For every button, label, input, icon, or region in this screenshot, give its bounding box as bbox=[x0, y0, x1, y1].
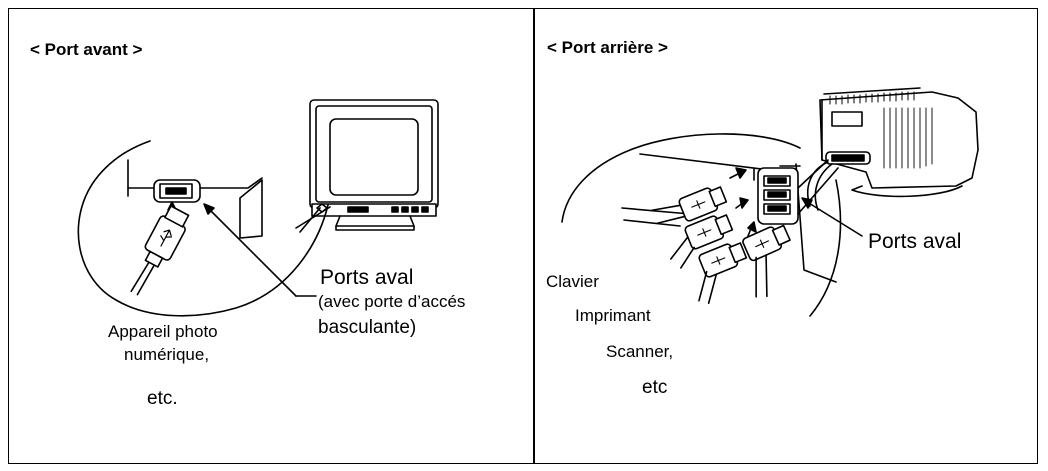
rear-device-line4: etc bbox=[642, 377, 668, 398]
front-ports-label: Ports aval bbox=[320, 266, 414, 289]
figure-frame bbox=[8, 8, 1038, 464]
rear-monitor bbox=[808, 88, 978, 210]
front-monitor bbox=[310, 100, 438, 230]
rear-device-line2: Imprimant bbox=[575, 306, 651, 325]
front-device-line2: numérique, bbox=[124, 345, 210, 364]
rear-panel-title: < Port arrière > bbox=[547, 38, 668, 57]
rear-device-line1: Clavier bbox=[546, 272, 599, 291]
front-zoom-callout bbox=[78, 141, 330, 316]
front-ports-note-line2: basculante) bbox=[318, 317, 417, 338]
panel-divider bbox=[533, 8, 535, 464]
rear-device-line3: Scanner, bbox=[606, 342, 674, 361]
front-panel-title: < Port avant > bbox=[30, 40, 143, 59]
rear-zoom-callout bbox=[562, 134, 862, 316]
front-device-line3: etc. bbox=[147, 388, 178, 409]
rear-ports-label: Ports aval bbox=[868, 230, 962, 253]
front-ports-note-line1: (avec porte d’accés bbox=[318, 292, 466, 311]
front-device-line1: Appareil photo bbox=[108, 322, 218, 341]
